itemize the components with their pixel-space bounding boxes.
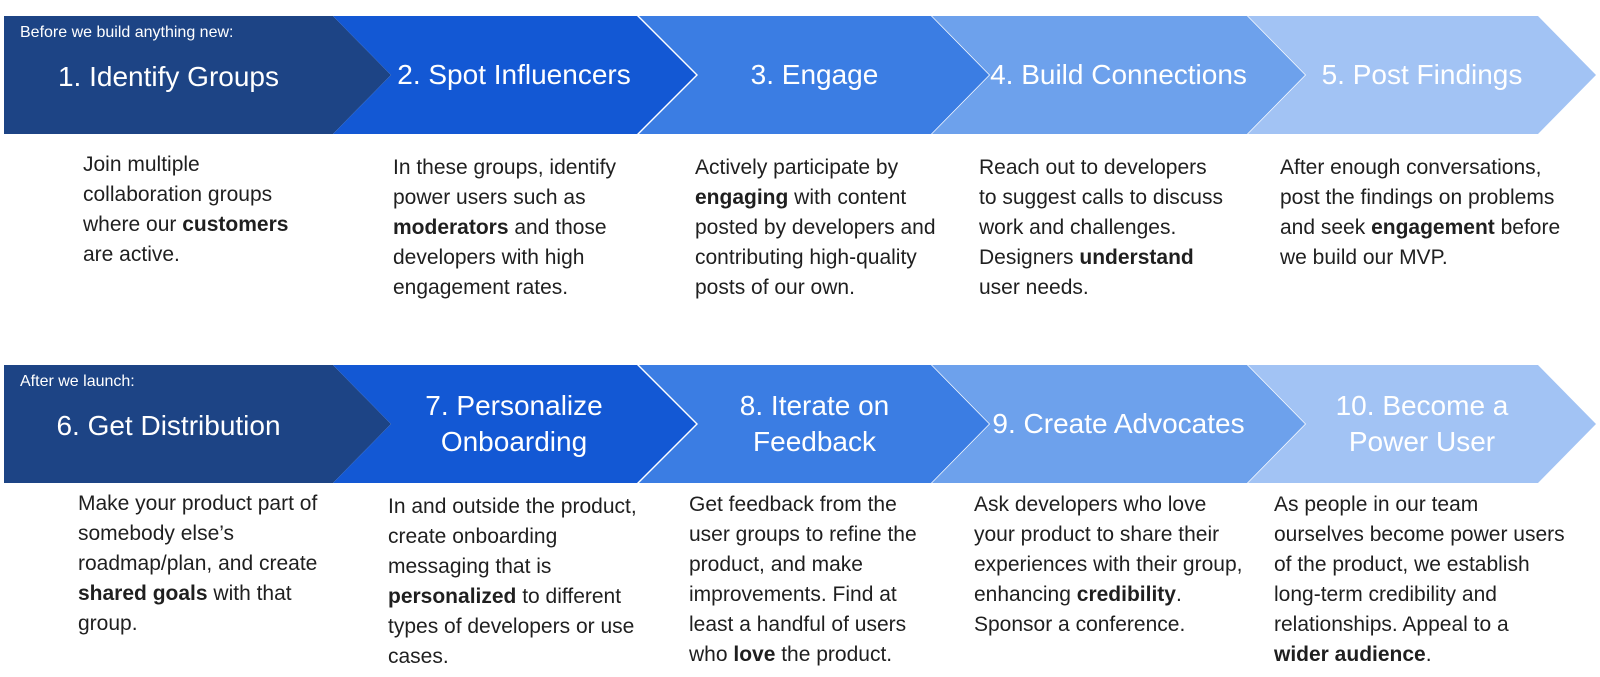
description-text: with content posted by developers and co…: [695, 186, 936, 299]
step-title: 2. Spot Influencers: [397, 59, 631, 90]
description-text: and those developers with high engagemen…: [393, 216, 607, 299]
description-text: As people in our team ourselves become p…: [1274, 493, 1565, 636]
description-text: the product.: [775, 643, 893, 666]
emphasis-text: love: [733, 643, 776, 666]
step-2-description: In these groups, identify power users su…: [393, 153, 643, 303]
emphasis-text: shared goals: [78, 582, 208, 605]
phase-after-launch: After we launch: 6. Get Distribution 7. …: [0, 365, 1600, 668]
step-title: 6. Get Distribution: [56, 410, 281, 441]
description-text: user needs.: [979, 276, 1089, 299]
step-7-description: In and outside the product, create onboa…: [388, 492, 648, 672]
description-text: Reach out to developers to suggest calls…: [979, 156, 1223, 269]
description-text: Get feedback from the user groups to ref…: [689, 493, 917, 666]
description-text: before we build our MVP.: [1280, 216, 1561, 269]
emphasis-text: credibility: [1076, 583, 1176, 606]
description-text: Make your product part of somebody else’…: [78, 492, 318, 575]
description-text: Ask developers who love your product to …: [974, 493, 1243, 606]
step-6-chevron: 6. Get Distribution: [4, 365, 391, 483]
phase-label: After we launch:: [20, 373, 135, 390]
emphasis-text: wider audience: [1274, 643, 1426, 666]
step-5-chevron: 5. Post Findings: [1248, 16, 1596, 134]
description-text: Join multiple collaboration groups where…: [83, 153, 273, 236]
process-arrows: Before we build anything new: 1. Identif…: [0, 16, 1600, 134]
step-title: 10. Become a Power User: [1335, 390, 1509, 457]
emphasis-text: customers: [182, 213, 289, 236]
description-text: with that group.: [78, 582, 292, 635]
step-title: 8. Iterate on Feedback: [739, 390, 890, 457]
emphasis-text: moderators: [393, 216, 509, 239]
phase-before-build: Before we build anything new: 1. Identif…: [0, 16, 1600, 299]
step-3-description: Actively participate by engaging with co…: [695, 153, 945, 303]
step-title: 3. Engage: [750, 59, 879, 90]
description-text: After enough conversations, post the fin…: [1280, 156, 1555, 239]
phase-label: Before we build anything new:: [20, 24, 234, 41]
step-7-chevron: 7. Personalize Onboarding: [333, 365, 696, 483]
description-text: Actively participate by: [695, 156, 899, 179]
description-text: In and outside the product, create onboa…: [388, 495, 637, 578]
emphasis-text: understand: [1079, 246, 1194, 269]
description-text: to different types of developers or use …: [388, 585, 635, 668]
emphasis-text: engagement: [1371, 216, 1495, 239]
process-arrows: After we launch: 6. Get Distribution 7. …: [0, 365, 1600, 483]
emphasis-text: personalized: [388, 585, 517, 608]
step-4-chevron: 4. Build Connections: [932, 16, 1305, 134]
step-10-description: As people in our team ourselves become p…: [1274, 490, 1569, 670]
step-title: 5. Post Findings: [1321, 59, 1523, 90]
step-2-chevron: 2. Spot Influencers: [333, 16, 696, 134]
step-6-description: Make your product part of somebody else’…: [78, 489, 333, 639]
step-4-description: Reach out to developers to suggest calls…: [979, 153, 1229, 303]
description-text: In these groups, identify power users su…: [393, 156, 616, 209]
step-title: 7. Personalize Onboarding: [425, 390, 603, 457]
step-1-description: Join multiple collaboration groups where…: [83, 150, 318, 270]
step-9-chevron: 9. Create Advocates: [932, 365, 1305, 483]
description-text: .: [1425, 643, 1432, 666]
step-title: 4. Build Connections: [990, 59, 1247, 90]
emphasis-text: engaging: [695, 186, 789, 209]
step-10-chevron: 10. Become a Power User: [1248, 365, 1596, 483]
step-5-description: After enough conversations, post the fin…: [1280, 153, 1575, 273]
step-9-description: Ask developers who love your product to …: [974, 490, 1244, 640]
description-text: . Sponsor a conference.: [974, 583, 1186, 636]
step-1-chevron: 1. Identify Groups: [4, 16, 391, 134]
step-title: 9. Create Advocates: [992, 408, 1245, 439]
step-8-description: Get feedback from the user groups to ref…: [689, 490, 939, 670]
description-text: are active.: [83, 243, 180, 266]
step-title: 1. Identify Groups: [57, 61, 279, 92]
